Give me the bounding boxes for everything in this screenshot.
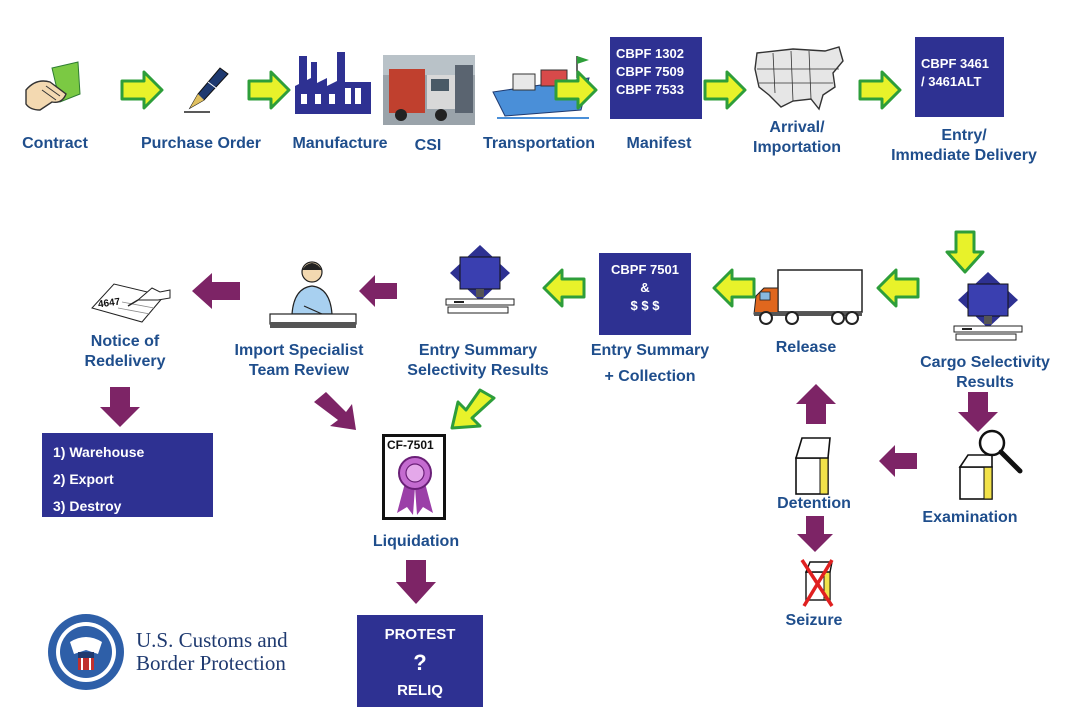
step-cargo-selectivity-label: Cargo Selectivity Results <box>920 354 1050 391</box>
hand-writing-notice-icon <box>91 283 171 323</box>
arrow-examination-to-detention <box>879 445 917 477</box>
protest-question: ? <box>413 650 427 675</box>
delivery-truck-icon <box>753 269 863 325</box>
protest-box: PROTEST ? RELIQ <box>357 615 483 707</box>
dhs-seal-icon <box>48 614 124 690</box>
usa-map-icon <box>754 46 844 111</box>
collection-forms-box: CBPF 7501 & $ $ $ <box>599 253 691 335</box>
arrow-manifest-to-arrival <box>703 70 747 110</box>
contract-handshake-icon <box>25 61 81 111</box>
detention-box-icon <box>794 437 831 495</box>
arrow-detention-to-seizure <box>797 516 833 552</box>
computer-es-selectivity-icon <box>445 245 515 314</box>
option-export: 2) Export <box>53 471 114 487</box>
arrow-collection-to-es-selectivity <box>542 268 586 308</box>
collection-dollars: $ $ $ <box>630 298 660 313</box>
step-entry-summary-collection-label: Entry Summary <box>590 342 710 359</box>
arrow-po-to-manufacture <box>247 70 291 110</box>
arrow-detention-to-release <box>796 384 836 424</box>
option-warehouse: 1) Warehouse <box>53 444 145 460</box>
fountain-pen-icon <box>184 67 229 113</box>
arrow-release-to-collection <box>712 268 756 308</box>
logo-line-1: U.S. Customs and <box>136 628 288 652</box>
redelivery-options-box: 1) Warehouse 2) Export 3) Destroy <box>42 433 213 517</box>
manifest-form-1302: CBPF 1302 <box>616 46 684 61</box>
step-import-specialist-label: Import Specialist Team Review <box>234 342 364 379</box>
entry-form-3461: CBPF 3461 <box>921 56 989 71</box>
manifest-forms-box: CBPF 1302 CBPF 7509 CBPF 7533 <box>610 37 702 119</box>
arrow-cargo-to-examination <box>958 392 998 432</box>
step-arrival-label: Arrival/ Importation <box>753 119 841 156</box>
liquidation-document-icon: CF-7501 <box>382 434 446 520</box>
step-detention-label: Detention <box>777 495 851 512</box>
examination-box-magnifier-icon <box>958 429 1023 500</box>
arrow-notice-to-options <box>100 387 140 427</box>
manifest-form-7509: CBPF 7509 <box>616 64 684 79</box>
collection-form-7501: CBPF 7501 <box>611 262 679 277</box>
step-purchase-order-label: Purchase Order <box>140 135 262 152</box>
step-release-label: Release <box>775 339 837 356</box>
step-notice-redelivery-label: Notice of Redelivery <box>84 333 166 370</box>
liquidation-doc-label: CF-7501 <box>387 438 434 452</box>
manifest-form-7533: CBPF 7533 <box>616 82 684 97</box>
step-contract-label: Contract <box>22 135 88 152</box>
entry-form-3461alt: / 3461ALT <box>921 74 982 89</box>
step-entry-label: Entry/ Immediate Delivery <box>891 127 1037 164</box>
arrow-contract-to-po <box>120 70 164 110</box>
step-transportation-label: Transportation <box>482 135 595 152</box>
step-es-selectivity-label: Entry Summary Selectivity Results <box>407 342 549 379</box>
computer-cargo-selectivity-icon <box>953 272 1023 341</box>
import-specialist-person-icon <box>269 261 357 328</box>
reliq-label: RELIQ <box>397 682 443 699</box>
step-seizure-label: Seizure <box>785 612 843 629</box>
step-liquidation-label: Liquidation <box>372 533 460 550</box>
step-examination-label: Examination <box>922 509 1018 526</box>
step-plus-collection-label: + Collection <box>604 368 696 385</box>
ribbon-award-icon <box>397 456 433 515</box>
logo-line-2: Border Protection <box>136 651 286 675</box>
factory-icon <box>295 52 371 114</box>
arrow-es-selectivity-to-liquidation <box>450 388 496 430</box>
truck-photo-icon <box>383 55 475 125</box>
collection-ampersand: & <box>640 280 650 295</box>
entry-forms-box: CBPF 3461 / 3461ALT <box>915 37 1004 117</box>
arrow-liquidation-to-protest <box>396 560 436 604</box>
arrow-specialist-to-liquidation <box>314 392 356 430</box>
option-destroy: 3) Destroy <box>53 498 122 514</box>
seizure-box-icon <box>800 559 834 607</box>
step-manufacture-label: Manufacture <box>292 135 388 152</box>
step-manifest-label: Manifest <box>626 135 692 152</box>
arrow-specialist-to-notice <box>192 273 240 309</box>
arrow-arrival-to-entry <box>858 70 902 110</box>
protest-label: PROTEST <box>384 626 456 643</box>
arrow-transport-to-manifest <box>554 70 598 110</box>
arrow-cargo-to-release <box>876 268 920 308</box>
step-csi-label: CSI <box>414 137 442 154</box>
arrow-es-selectivity-to-specialist <box>359 275 397 307</box>
arrow-entry-to-cargo-selectivity <box>945 230 985 274</box>
